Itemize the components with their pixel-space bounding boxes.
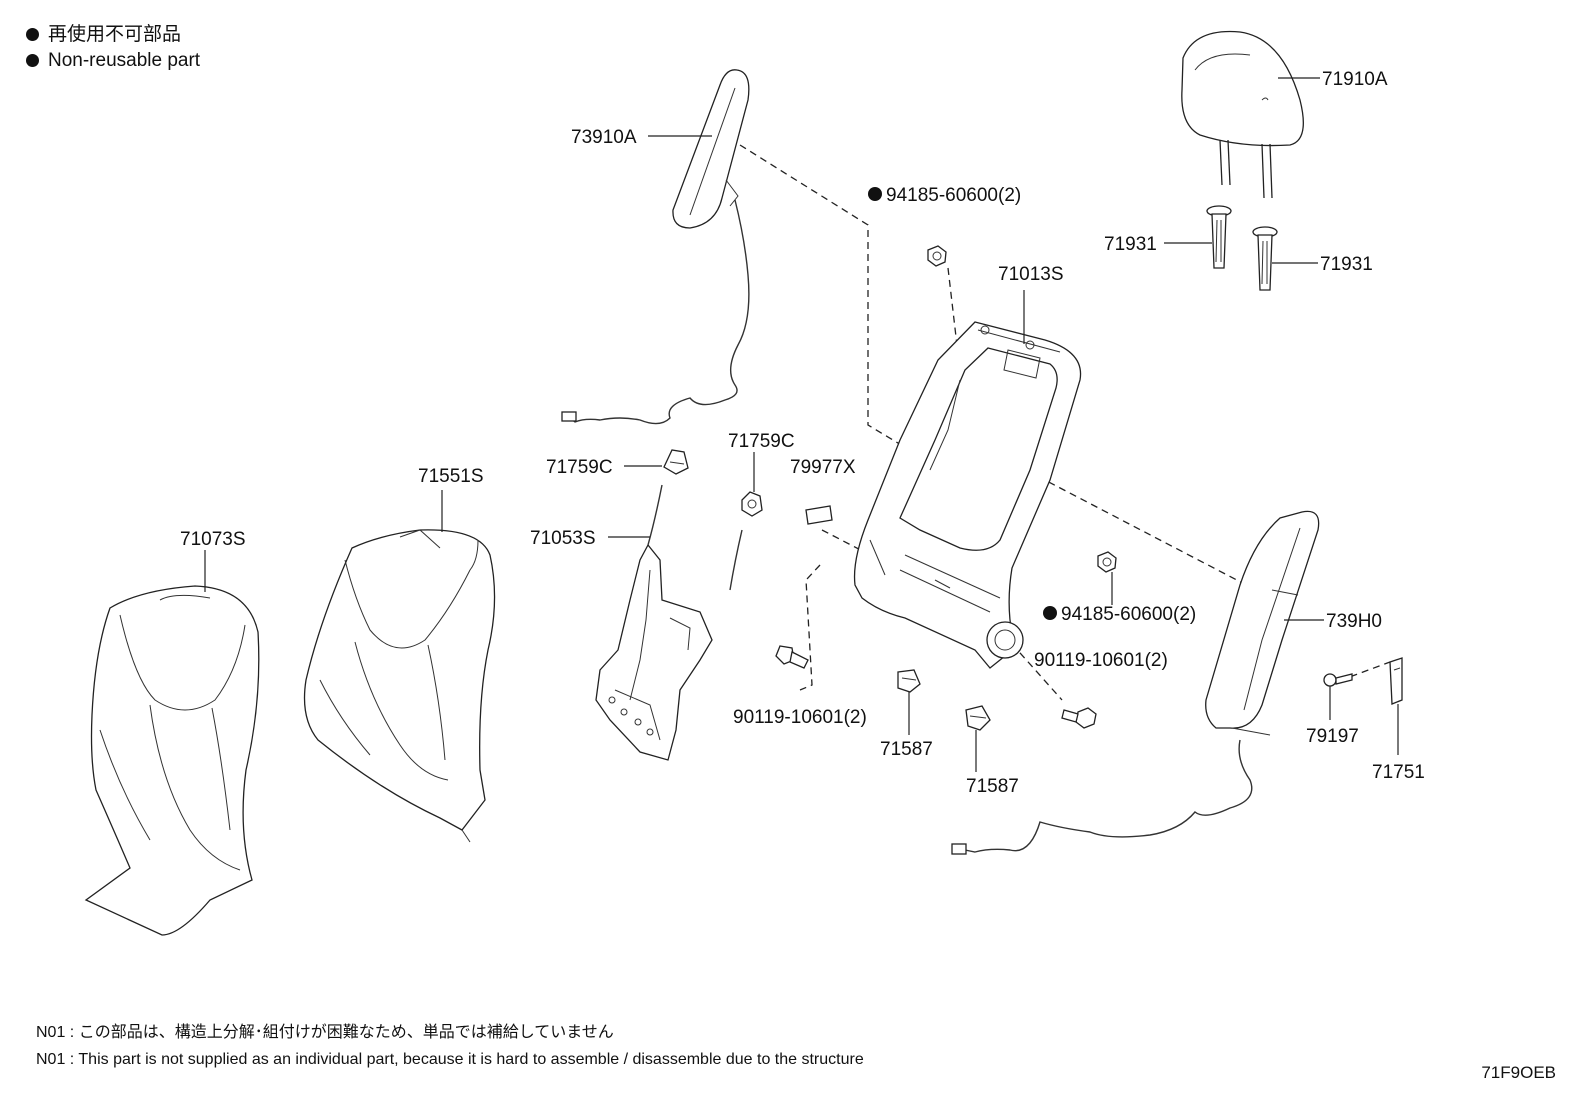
clip-71587-left[interactable] xyxy=(897,669,921,693)
seatback-cover-71073S[interactable] xyxy=(84,585,260,936)
non-reusable-marker-icon xyxy=(1043,606,1057,620)
note-jp: N01 : この部品は、構造上分解･組付けが困難なため、単品では補給していません xyxy=(36,1024,614,1041)
legend-item-jp: 再使用不可部品 xyxy=(26,24,181,46)
dashed-guide-line xyxy=(979,607,1063,701)
non-reusable-marker-icon xyxy=(26,28,39,41)
non-reusable-marker-icon xyxy=(26,54,39,67)
cover-71751[interactable] xyxy=(1389,657,1403,705)
part-label-71013S[interactable]: 71013S xyxy=(998,264,1064,285)
part-label-71931-right[interactable]: 71931 xyxy=(1320,254,1373,275)
part-label-71931-left[interactable]: 71931 xyxy=(1104,234,1157,255)
seatback-pad-71551S[interactable] xyxy=(303,529,496,843)
part-label-90119-left[interactable]: 90119-10601(2) xyxy=(733,707,867,728)
airbag-wire-harness xyxy=(569,199,750,425)
nut-94185-top[interactable] xyxy=(927,245,947,267)
legend-item-en: Non-reusable part xyxy=(26,50,200,72)
legend-text-jp: 再使用不可部品 xyxy=(48,24,182,45)
part-label-739H0[interactable]: 739H0 xyxy=(1326,611,1382,632)
part-label-71587-right[interactable]: 71587 xyxy=(966,776,1019,797)
wire-connector-icon xyxy=(561,411,577,422)
part-label-71910A[interactable]: 71910A xyxy=(1322,69,1388,90)
clip-71587-right[interactable] xyxy=(965,705,991,731)
side-airbag-73910A[interactable] xyxy=(672,69,750,229)
part-label-71551S[interactable]: 71551S xyxy=(418,466,484,487)
part-label-94185-top[interactable]: 94185-60600(2) xyxy=(886,185,1021,206)
bolt-90119-right[interactable] xyxy=(1061,707,1097,729)
part-label-71587-left[interactable]: 71587 xyxy=(880,739,933,760)
nut-94185-bottom[interactable] xyxy=(1097,551,1117,573)
support-71931-left[interactable] xyxy=(1206,205,1232,269)
part-label-71751[interactable]: 71751 xyxy=(1372,762,1425,783)
legend-text-en: Non-reusable part xyxy=(48,50,201,71)
dashed-guide-line xyxy=(799,564,821,691)
airbag-wire-harness xyxy=(964,739,1253,853)
seatback-frame-71013S[interactable] xyxy=(853,321,1082,669)
bracket-71053S[interactable] xyxy=(595,484,743,761)
headrest-71910A[interactable] xyxy=(1181,30,1304,199)
bolt-90119-left[interactable] xyxy=(775,645,809,669)
wire-connector-icon xyxy=(951,843,967,855)
part-label-71759C-left[interactable]: 71759C xyxy=(546,457,613,478)
label-sticker-79977X[interactable] xyxy=(805,505,833,525)
part-label-71759C-right[interactable]: 71759C xyxy=(728,431,795,452)
screw-79197[interactable] xyxy=(1323,673,1353,687)
part-label-79977X[interactable]: 79977X xyxy=(790,457,856,478)
clip-71759C-left[interactable] xyxy=(663,449,689,475)
note-en: N01 : This part is not supplied as an in… xyxy=(36,1051,864,1068)
part-label-94185-bottom[interactable]: 94185-60600(2) xyxy=(1061,604,1196,625)
non-reusable-marker-icon xyxy=(868,187,882,201)
support-71931-right[interactable] xyxy=(1252,226,1278,291)
part-label-79197[interactable]: 79197 xyxy=(1306,726,1359,747)
part-label-71053S[interactable]: 71053S xyxy=(530,528,596,549)
side-airbag-739H0[interactable] xyxy=(1205,510,1320,736)
figure-code: 71F9OEB xyxy=(1481,1063,1556,1082)
clip-71759C-right[interactable] xyxy=(741,491,763,517)
part-label-71073S[interactable]: 71073S xyxy=(180,529,246,550)
part-label-90119-right[interactable]: 90119-10601(2) xyxy=(1034,650,1168,671)
part-label-73910A[interactable]: 73910A xyxy=(571,127,637,148)
